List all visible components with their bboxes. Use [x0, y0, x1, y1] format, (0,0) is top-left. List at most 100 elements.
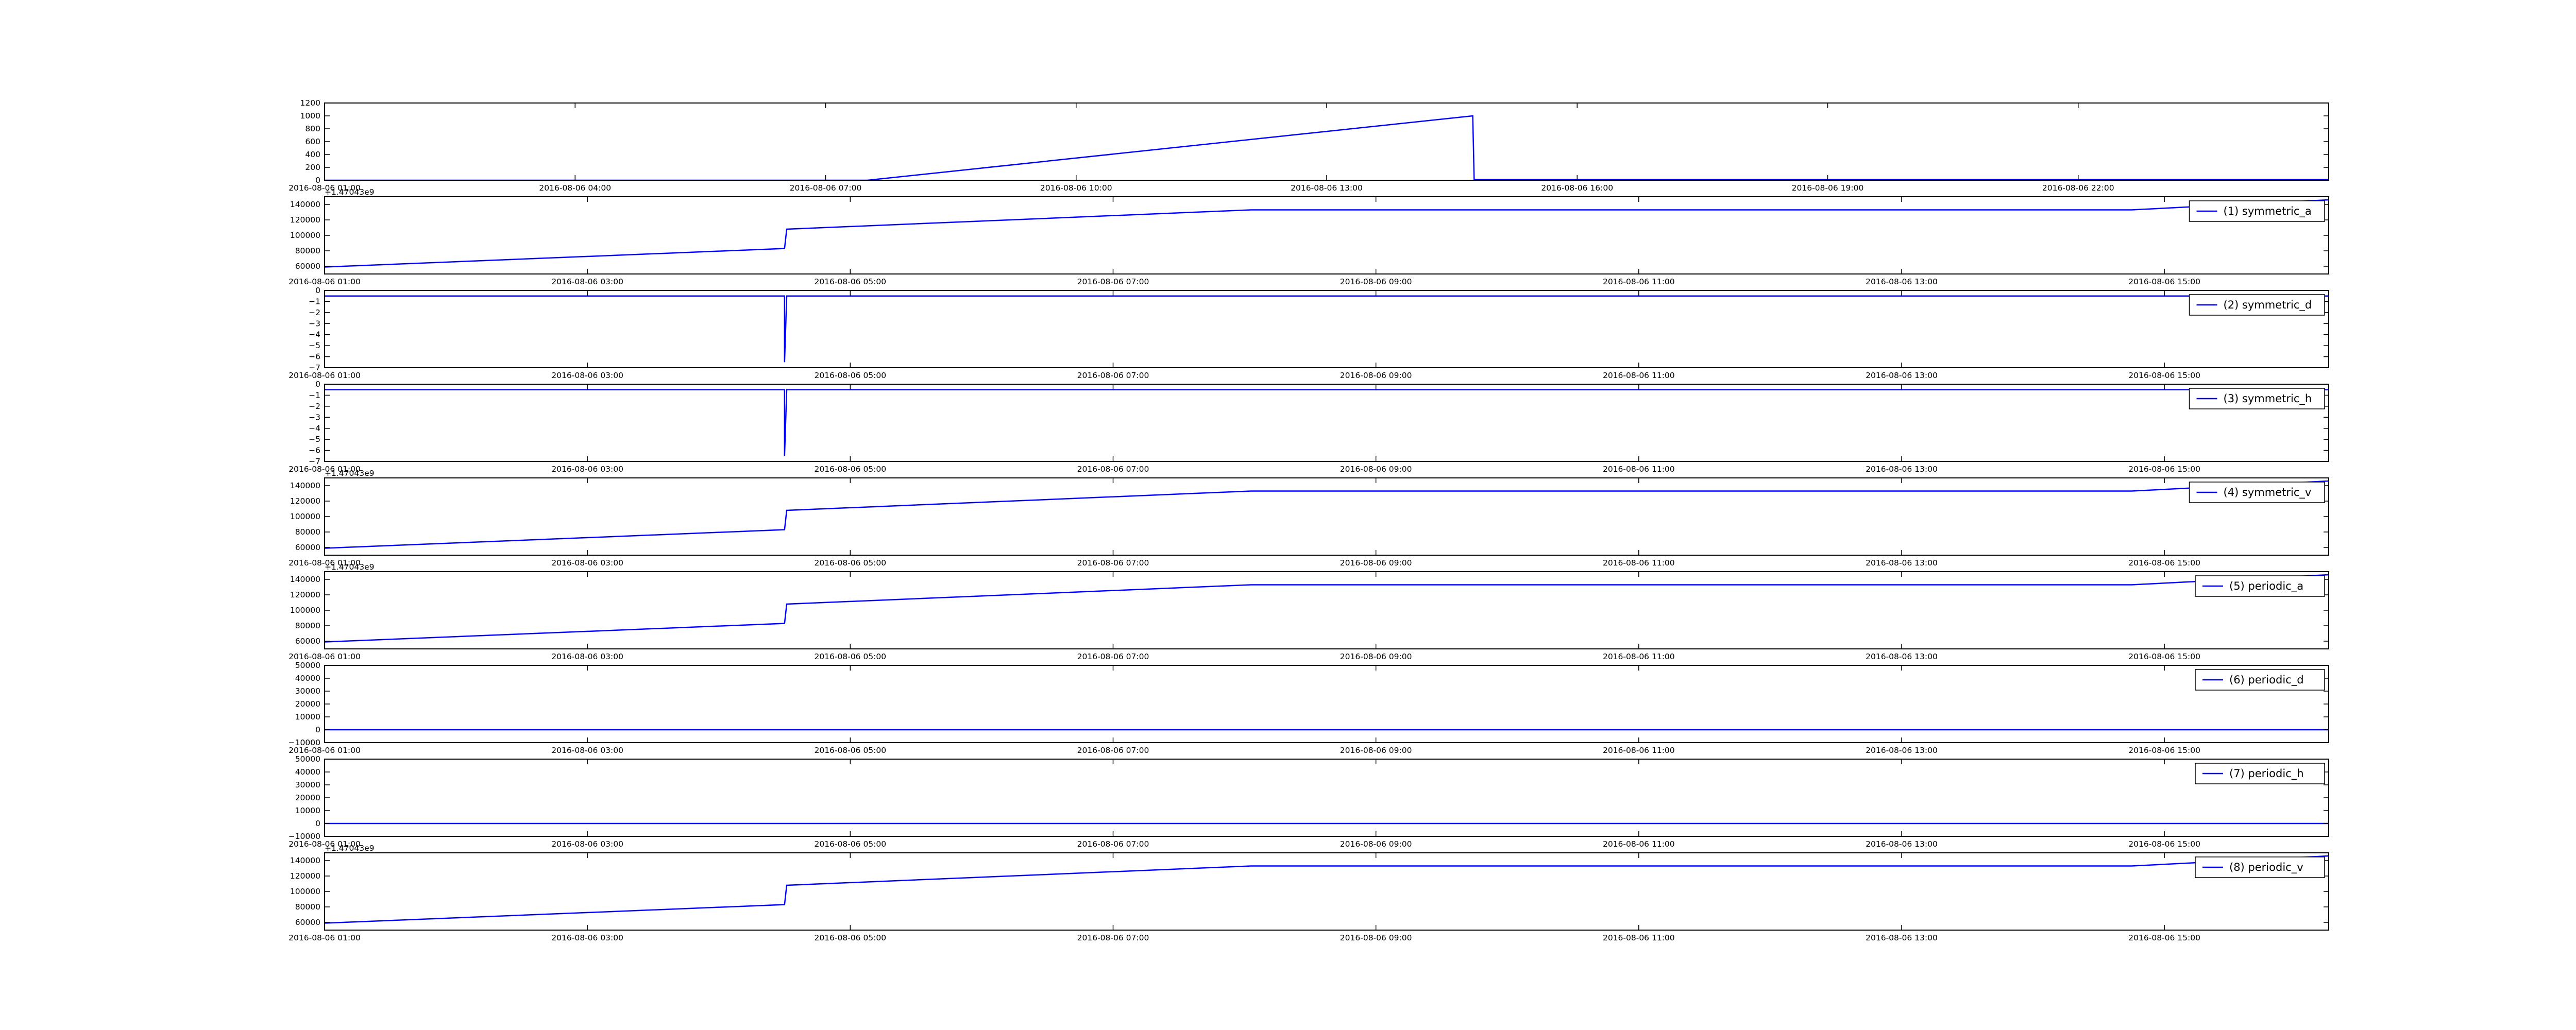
axes-frame	[324, 290, 2329, 368]
x-tick-label: 2016-08-06 13:00	[1866, 652, 1938, 661]
x-tick-label: 2016-08-06 01:00	[289, 465, 361, 474]
y-tick-label: −7	[309, 363, 320, 372]
y-tick-label: 140000	[290, 481, 320, 490]
y-tick-label: −10000	[289, 832, 320, 841]
x-tick-label: 2016-08-06 03:00	[551, 465, 623, 474]
y-tick-label: 140000	[290, 575, 320, 584]
x-tick-label: 2016-08-06 07:00	[1077, 277, 1149, 286]
y-tick-label: 100000	[290, 606, 320, 615]
y-tick-label: 120000	[290, 871, 320, 881]
x-tick-label: 2016-08-06 11:00	[1603, 558, 1675, 568]
y-tick-label: 60000	[295, 262, 320, 271]
subplot-8: −10000010000200003000040000500002016-08-…	[289, 754, 2329, 849]
y-tick-label: 40000	[295, 767, 320, 777]
legend-label: (5) periodic_a	[2229, 580, 2303, 593]
x-tick-label: 2016-08-06 16:00	[1541, 183, 1613, 193]
legend-label: (6) periodic_d	[2229, 674, 2304, 686]
x-tick-label: 2016-08-06 07:00	[1077, 652, 1149, 661]
legend-label: (2) symmetric_d	[2224, 299, 2312, 312]
y-tick-label: −7	[309, 457, 320, 466]
y-tick-label: 120000	[290, 496, 320, 506]
x-tick-label: 2016-08-06 11:00	[1603, 371, 1675, 380]
y-tick-label: 20000	[295, 793, 320, 802]
y-tick-label: 40000	[295, 674, 320, 683]
legend: (6) periodic_d	[2195, 669, 2325, 691]
x-tick-label: 2016-08-06 09:00	[1340, 277, 1412, 286]
x-tick-label: 2016-08-06 09:00	[1340, 371, 1412, 380]
legend: (3) symmetric_h	[2189, 388, 2325, 409]
y-tick-label: 30000	[295, 780, 320, 789]
x-tick-label: 2016-08-06 09:00	[1340, 465, 1412, 474]
y-tick-label: 140000	[290, 856, 320, 865]
x-tick-label: 2016-08-06 15:00	[2128, 465, 2200, 474]
axes-frame	[324, 384, 2329, 462]
x-tick-label: 2016-08-06 13:00	[1866, 558, 1938, 568]
x-tick-label: 2016-08-06 09:00	[1340, 652, 1412, 661]
legend-box	[2189, 200, 2325, 222]
x-tick-label: 2016-08-06 13:00	[1866, 839, 1938, 849]
y-tick-label: −5	[309, 341, 320, 350]
y-tick-label: −4	[309, 330, 320, 339]
legend-label: (1) symmetric_a	[2224, 205, 2312, 218]
legend-label: (7) periodic_h	[2229, 767, 2304, 780]
x-tick-label: 2016-08-06 13:00	[1866, 277, 1938, 286]
x-tick-label: 2016-08-06 09:00	[1340, 558, 1412, 568]
x-tick-label: 2016-08-06 15:00	[2128, 277, 2200, 286]
legend: (8) periodic_v	[2195, 856, 2325, 878]
x-tick-label: 2016-08-06 13:00	[1866, 465, 1938, 474]
y-tick-label: −4	[309, 424, 320, 433]
series-line-1	[325, 855, 2329, 924]
x-tick-label: 2016-08-06 03:00	[551, 933, 623, 942]
x-tick-label: 2016-08-06 13:00	[1866, 746, 1938, 755]
y-tick-label: 60000	[295, 543, 320, 552]
y-tick-label: 1200	[300, 98, 320, 108]
x-tick-label: 2016-08-06 01:00	[289, 652, 361, 661]
y-tick-label: 30000	[295, 686, 320, 696]
x-tick-label: 2016-08-06 07:00	[790, 183, 862, 193]
x-tick-label: 2016-08-06 07:00	[1077, 558, 1149, 568]
x-tick-label: 2016-08-06 07:00	[1077, 933, 1149, 942]
y-tick-label: 800	[305, 124, 320, 133]
y-tick-label: 50000	[295, 661, 320, 670]
x-tick-label: 2016-08-06 05:00	[814, 746, 886, 755]
x-tick-label: 2016-08-06 11:00	[1603, 465, 1675, 474]
x-tick-label: 2016-08-06 10:00	[1040, 183, 1112, 193]
legend: (1) symmetric_a	[2189, 200, 2325, 222]
y-tick-label: −3	[309, 413, 320, 422]
subplot-7: −10000010000200003000040000500002016-08-…	[289, 661, 2329, 755]
y-offset-label: +1.47043e9	[325, 187, 374, 197]
y-tick-label: 120000	[290, 215, 320, 225]
y-tick-label: 10000	[295, 806, 320, 815]
series-line-1	[325, 389, 2329, 456]
legend-box	[2195, 575, 2325, 597]
y-tick-label: 100000	[290, 887, 320, 896]
y-tick-label: 0	[315, 380, 320, 389]
y-tick-label: 100000	[290, 231, 320, 240]
legend-box	[2195, 669, 2325, 691]
x-tick-label: 2016-08-06 05:00	[814, 558, 886, 568]
x-tick-label: 2016-08-06 07:00	[1077, 839, 1149, 849]
x-tick-label: 2016-08-06 01:00	[289, 558, 361, 568]
x-tick-label: 2016-08-06 15:00	[2128, 558, 2200, 568]
y-tick-label: 1000	[300, 111, 320, 121]
y-tick-label: 100000	[290, 512, 320, 521]
x-tick-label: 2016-08-06 01:00	[289, 839, 361, 849]
y-tick-label: 0	[315, 725, 320, 734]
y-tick-label: 400	[305, 150, 320, 159]
x-tick-label: 2016-08-06 05:00	[814, 371, 886, 380]
x-tick-label: 2016-08-06 07:00	[1077, 465, 1149, 474]
y-tick-label: −3	[309, 319, 320, 328]
y-tick-label: −2	[309, 308, 320, 317]
y-tick-label: 80000	[295, 246, 320, 255]
y-tick-label: 600	[305, 137, 320, 146]
y-tick-label: −6	[309, 352, 320, 362]
x-tick-label: 2016-08-06 15:00	[2128, 652, 2200, 661]
y-tick-label: 80000	[295, 902, 320, 912]
y-offset-label: +1.47043e9	[325, 469, 374, 478]
x-tick-label: 2016-08-06 22:00	[2042, 183, 2114, 193]
